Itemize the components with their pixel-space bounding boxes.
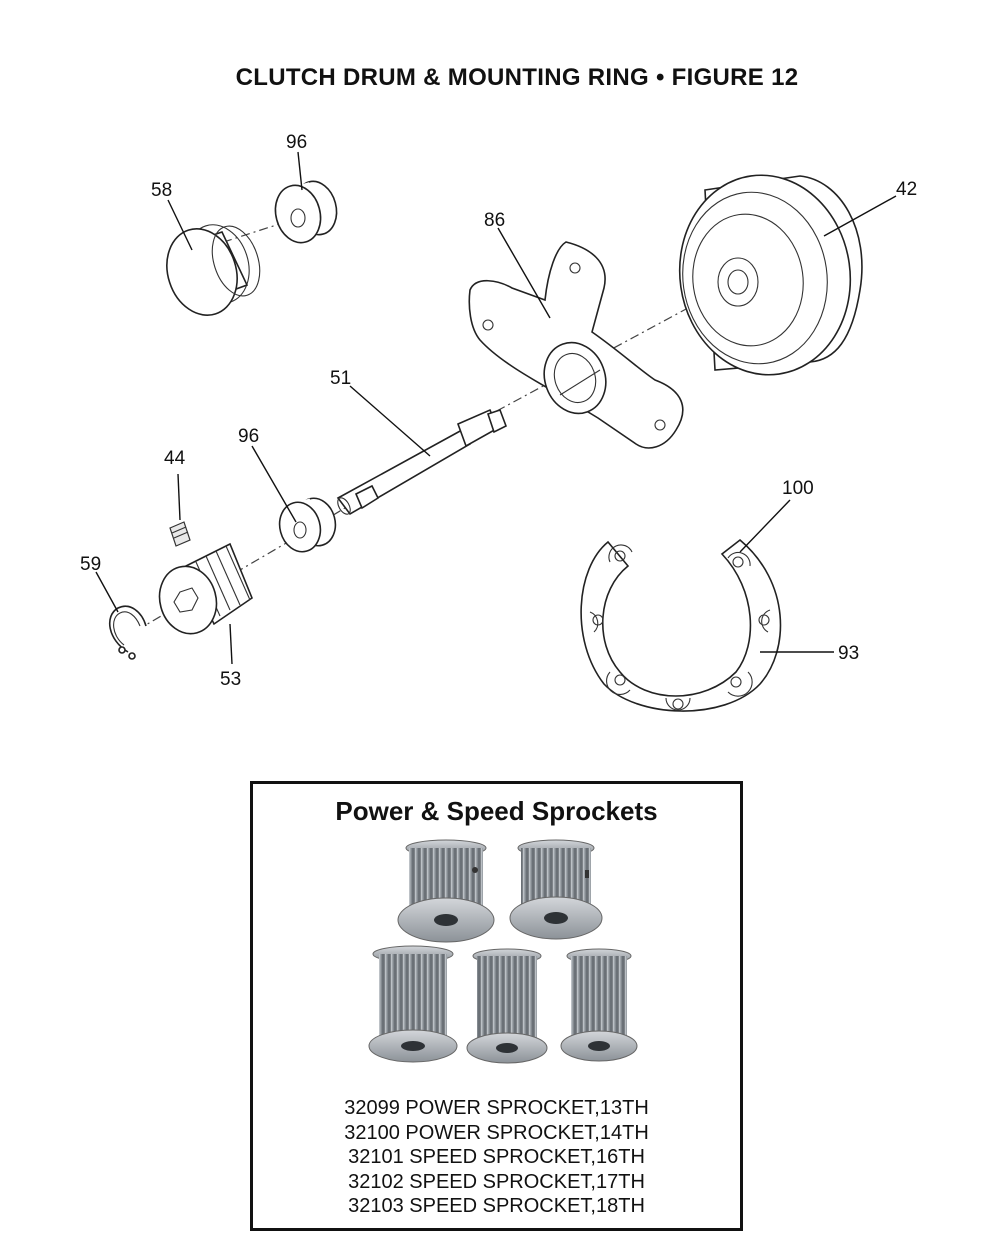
part-44-set-screw [169, 521, 191, 547]
sprocket-photo-2 [509, 839, 603, 940]
part-53-sprocket [158, 542, 253, 635]
callout-93: 93 [838, 643, 859, 664]
callout-51: 51 [330, 368, 351, 389]
callout-labels: 96 58 86 42 51 96 44 59 53 100 93 [80, 132, 917, 690]
part-96-top-bearing [274, 180, 338, 244]
sprockets-photo [368, 839, 638, 1064]
list-item: 32100 POWER SPROCKET,14TH [344, 1121, 649, 1144]
callout-53: 53 [220, 669, 241, 690]
page-title: CLUTCH DRUM & MOUNTING RING • FIGURE 12 [235, 64, 799, 91]
sprocket-photo-4 [466, 948, 548, 1064]
part-42-clutch-drum [678, 174, 863, 376]
callout-96-top: 96 [286, 132, 307, 153]
list-item: 32102 SPEED SPROCKET,17TH [348, 1170, 645, 1193]
part-86-mounting-plate [468, 241, 684, 449]
list-item: 32103 SPEED SPROCKET,18TH [348, 1195, 645, 1217]
part-93-mounting-ring [580, 538, 782, 712]
list-item: 32101 SPEED SPROCKET,16TH [348, 1146, 645, 1168]
callout-96-bottom: 96 [238, 426, 259, 447]
callout-86: 86 [484, 210, 505, 231]
callout-44: 44 [164, 448, 186, 469]
sprockets-box-title: Power & Speed Sprockets [335, 796, 658, 826]
exploded-parts-diagram: 96 58 86 42 51 96 44 59 53 100 93 [80, 132, 917, 712]
sprocket-photo-1 [397, 839, 495, 943]
sprockets-info-box: Power & Speed Sprockets [250, 781, 743, 1231]
callout-59: 59 [80, 554, 101, 575]
sprocket-photo-5 [560, 948, 638, 1062]
sprocket-photo-3 [368, 945, 458, 1063]
part-96-bottom-bearing [278, 497, 337, 553]
callout-42: 42 [896, 179, 917, 200]
part-58-cap [166, 224, 261, 316]
leader-lines [95, 151, 897, 665]
sprocket-part-list: 32099 POWER SPROCKET,13TH 32100 POWER SP… [253, 1096, 740, 1219]
part-51-shaft [336, 408, 508, 516]
callout-100: 100 [782, 478, 814, 499]
part-59-retaining-ring [108, 605, 147, 660]
callout-58: 58 [151, 180, 172, 201]
list-item: 32099 POWER SPROCKET,13TH [344, 1097, 649, 1119]
